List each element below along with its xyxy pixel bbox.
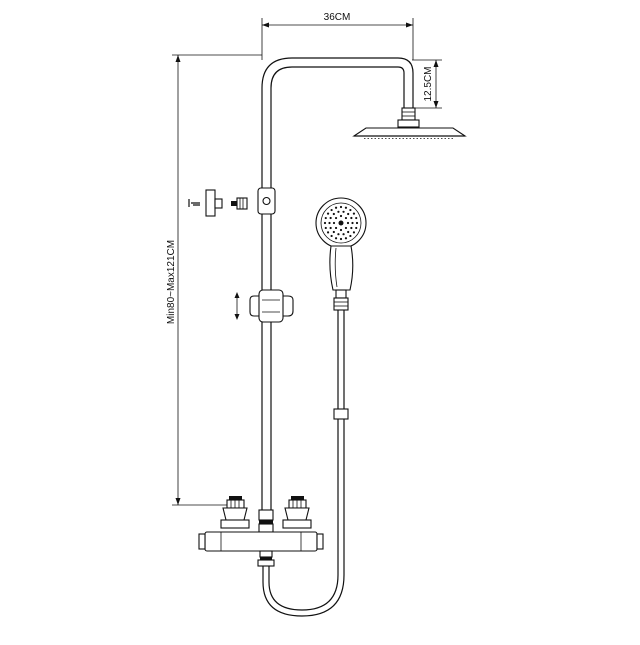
nozzle-dot — [350, 216, 353, 220]
nozzle-dot — [330, 234, 333, 238]
nozzle-dot — [352, 212, 356, 215]
nozzle-dot — [332, 212, 335, 216]
nozzle-dot — [347, 212, 350, 216]
riser-rail — [261, 57, 414, 512]
nozzle-dot — [334, 216, 338, 220]
nozzle-dot — [344, 206, 348, 209]
shower-hose — [262, 310, 349, 617]
nozzle-dot — [352, 231, 356, 234]
nozzle-dot — [334, 237, 338, 240]
nozzle-dot — [342, 233, 345, 236]
nozzle-dot — [347, 230, 350, 234]
nozzle-dot — [324, 226, 327, 230]
nozzle-dot — [337, 210, 340, 213]
nozzle-dot — [344, 237, 348, 240]
nozzle-dot — [332, 221, 336, 225]
nozzle-dot — [355, 216, 358, 220]
nozzle-dot — [339, 214, 343, 218]
wall-mount-detail — [188, 189, 248, 217]
hose-outlet — [257, 550, 275, 567]
nozzle-dot — [346, 221, 350, 225]
slider-bracket — [234, 289, 294, 323]
rail-bracket — [257, 187, 276, 215]
nozzle-dot — [326, 212, 330, 215]
drop-dimension: 12.5CM — [412, 59, 442, 109]
drop-dimension-label: 12.5CM — [423, 66, 434, 101]
rain-shower-head — [352, 107, 467, 139]
nozzle-dot — [344, 226, 348, 230]
nozzle-dot — [329, 226, 332, 230]
nozzle-dot — [349, 208, 352, 212]
nozzle-dot — [351, 221, 354, 225]
height-dimension: Min80~Max121CM — [166, 54, 262, 506]
thermostatic-mixer — [198, 496, 324, 567]
nozzle-dot — [339, 205, 343, 209]
nozzle-dot — [355, 226, 358, 230]
width-dimension-label: 36CM — [324, 12, 351, 23]
nozzle-dot — [339, 228, 343, 232]
nozzle-dot — [323, 221, 327, 225]
width-dimension: 36CM — [261, 12, 414, 60]
nozzle-dot — [349, 234, 352, 238]
nozzle-dot — [326, 231, 330, 234]
nozzle-dot — [355, 221, 359, 225]
nozzle-dot — [344, 216, 348, 220]
hand-shower-nozzles — [323, 205, 359, 241]
nozzle-dot — [330, 208, 333, 212]
hand-shower — [315, 197, 367, 311]
nozzle-dot — [339, 237, 343, 241]
nozzle-dot — [332, 230, 335, 234]
nozzle-dot — [342, 210, 345, 213]
nozzle-dot — [334, 206, 338, 209]
left-connector — [220, 496, 250, 529]
right-connector — [282, 496, 312, 529]
nozzle-dot — [350, 226, 353, 230]
valve-body — [204, 531, 318, 552]
nozzle-dot — [324, 216, 327, 220]
nozzle-dot — [334, 226, 338, 230]
nozzle-dot — [329, 216, 332, 220]
height-dimension-label: Min80~Max121CM — [166, 240, 177, 324]
nozzle-dot — [337, 233, 340, 236]
nozzle-dot — [328, 221, 331, 225]
rail-coupling — [258, 509, 274, 533]
